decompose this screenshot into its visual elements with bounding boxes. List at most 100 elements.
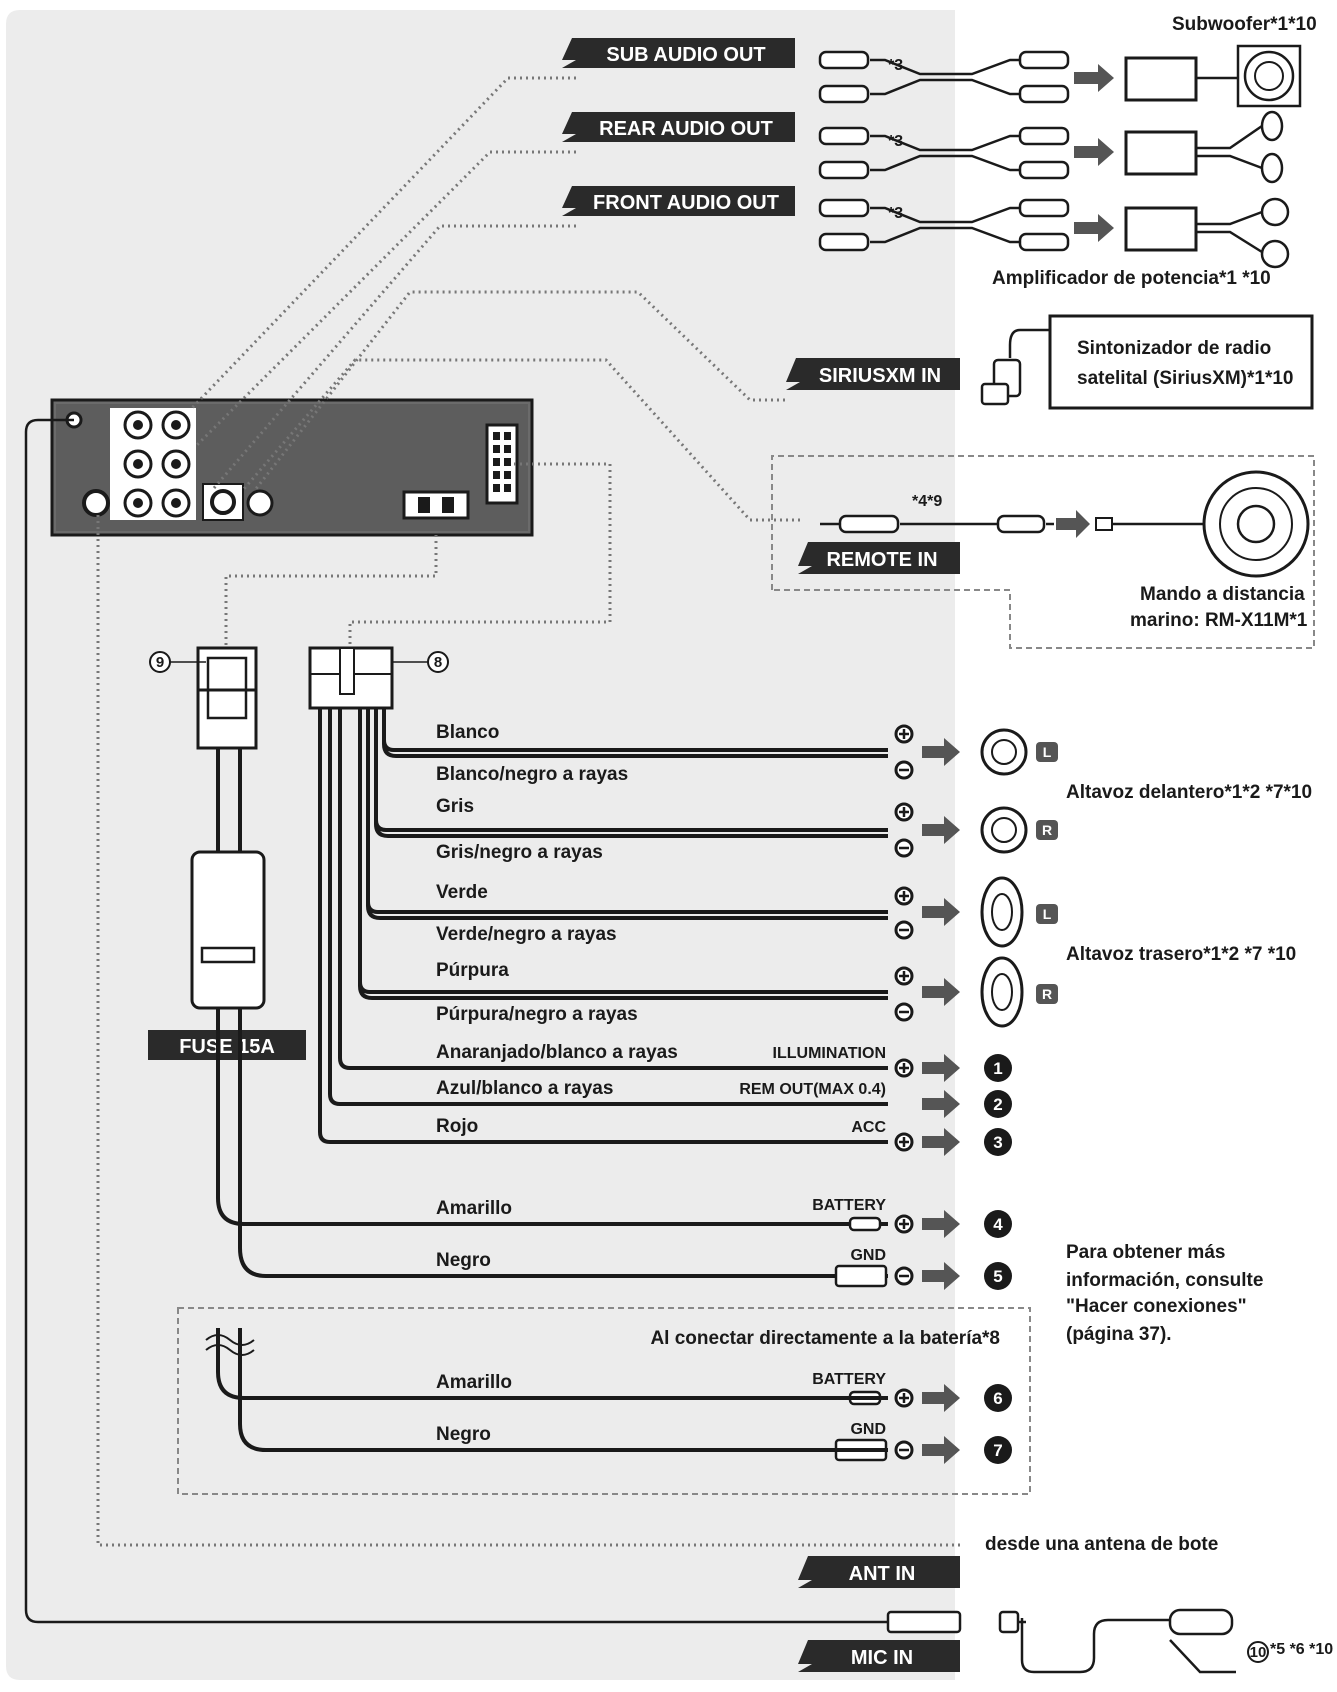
dotted-connections [96, 76, 960, 1547]
remote-jack [246, 489, 274, 517]
tag-mic-in: MIC IN [798, 1640, 960, 1672]
svg-text:información, consulte: información, consulte [1066, 1270, 1263, 1291]
rca-cables: *3 *3 *3 [818, 50, 1070, 252]
wire-label: Gris/negro a rayas [436, 842, 603, 863]
svg-text:FRONT AUDIO OUT: FRONT AUDIO OUT [593, 192, 779, 214]
svg-text:Sintonizador de radio: Sintonizador de radio [1077, 338, 1271, 359]
svg-text:Al conectar directamente a la: Al conectar directamente a la batería*8 [650, 1328, 1000, 1349]
svg-text:FUSE 15A: FUSE 15A [179, 1036, 275, 1058]
svg-text:7: 7 [993, 1441, 1002, 1460]
svg-text:REAR AUDIO OUT: REAR AUDIO OUT [599, 118, 773, 140]
svg-text:SIRIUSXM IN: SIRIUSXM IN [819, 365, 941, 387]
power-cable [190, 748, 888, 1278]
wire-function: GND [850, 1247, 886, 1264]
wire-label: Azul/blanco a rayas [436, 1078, 613, 1099]
harness-wires [318, 708, 888, 1144]
svg-text:8: 8 [434, 654, 442, 671]
svg-text:ANT IN: ANT IN [849, 1563, 916, 1585]
wire-label: Amarillo [436, 1198, 512, 1219]
wire-function: ILLUMINATION [773, 1045, 886, 1062]
tag-rear-audio-out: REAR AUDIO OUT [562, 112, 795, 142]
svg-text:5: 5 [993, 1267, 1002, 1286]
battery-direct-section: Al conectar directamente a la batería*8 … [177, 1307, 1031, 1495]
svg-text:2: 2 [993, 1095, 1002, 1114]
tag-ant-in: ANT IN [798, 1556, 960, 1588]
mic-icon [1168, 1608, 1234, 1636]
svg-text:(página 37).: (página 37). [1066, 1324, 1172, 1345]
wire-label: Verde/negro a rayas [436, 924, 617, 945]
wire-function: ACC [851, 1119, 886, 1136]
connector-8: 8 [308, 646, 449, 710]
svg-text:REMOTE IN: REMOTE IN [826, 549, 937, 571]
tag-front-audio-out: FRONT AUDIO OUT [562, 186, 795, 216]
svg-text:Mando a distancia: Mando a distancia [1140, 584, 1305, 605]
speaker-icon [980, 956, 1024, 1028]
svg-text:L: L [1043, 906, 1052, 922]
wire-label: Negro [436, 1250, 491, 1271]
wire-labels: Blanco Blanco/negro a rayas Gris Gris/ne… [436, 722, 886, 1271]
svg-text:6: 6 [993, 1389, 1002, 1408]
speaker-icon [1260, 110, 1284, 142]
amplifiers: Subwoofer*1*10 Amplificador de potencia*… [992, 14, 1317, 289]
remote-note: *4*9 [912, 493, 942, 510]
svg-text:satelital (SiriusXM)*1*10: satelital (SiriusXM)*1*10 [1077, 368, 1293, 389]
svg-text:"Hacer conexiones": "Hacer conexiones" [1066, 1296, 1247, 1317]
head-unit [50, 398, 534, 537]
svg-text:marino: RM-X11M*1: marino: RM-X11M*1 [1130, 610, 1308, 631]
svg-text:1: 1 [993, 1059, 1002, 1078]
amp-label: Amplificador de potencia*1 *10 [992, 268, 1271, 289]
wire-function: BATTERY [812, 1371, 886, 1388]
subwoofer-icon [1236, 44, 1302, 108]
rca-note: *3 [888, 205, 903, 222]
speaker-icon [1260, 197, 1290, 227]
svg-text:R: R [1042, 986, 1052, 1002]
wire-label: Púrpura [436, 960, 509, 981]
svg-text:L: L [1043, 744, 1052, 760]
subwoofer-label: Subwoofer*1*10 [1172, 14, 1317, 35]
rca-jack-block [110, 408, 196, 520]
wire-function: REM OUT(MAX 0.4) [739, 1081, 886, 1098]
harness-socket [485, 423, 519, 505]
remote-control-section: *4*9 Mando a distancia marino: RM-X11M*1 [771, 455, 1315, 649]
speaker-icon [980, 728, 1028, 776]
polarity-marks [894, 724, 960, 1464]
tag-sub-audio-out: SUB AUDIO OUT [562, 38, 795, 68]
antenna-jack [82, 489, 110, 517]
power-socket [402, 490, 470, 520]
speaker-icon [1260, 239, 1290, 269]
microphone: 10 *5 *6 *10 [886, 1608, 1333, 1674]
speaker-icon [980, 876, 1024, 948]
svg-text:4: 4 [993, 1215, 1003, 1234]
speaker-icon [980, 806, 1028, 854]
rear-speaker-label: Altavoz trasero*1*2 *7 *10 [1066, 944, 1296, 965]
connector-9: 9 [149, 646, 258, 750]
svg-text:SUB AUDIO OUT: SUB AUDIO OUT [606, 44, 765, 66]
front-speaker-label: Altavoz delantero*1*2 *7*10 [1066, 782, 1312, 803]
tag-remote-in: REMOTE IN [798, 542, 960, 574]
fuse-holder [190, 850, 266, 1010]
wire-label: Amarillo [436, 1372, 512, 1393]
wire-label: Púrpura/negro a rayas [436, 1004, 638, 1025]
rca-note: *3 [888, 57, 903, 74]
tag-fuse: FUSE 15A [148, 1030, 306, 1060]
rca-note: *3 [888, 133, 903, 150]
svg-text:3: 3 [993, 1133, 1002, 1152]
wire-label: Verde [436, 882, 488, 903]
svg-text:10: 10 [1250, 1644, 1267, 1661]
speakers: L R L R Altavoz delantero*1*2 *7*10 Alta… [980, 728, 1312, 1028]
wire-label: Blanco/negro a rayas [436, 764, 628, 785]
number-badges: 1 2 3 4 5 6 7 [984, 1054, 1012, 1464]
speaker-icon [1260, 152, 1284, 184]
antenna-label: desde una antena de bote [985, 1534, 1218, 1555]
mic-note: *5 *6 *10 [1270, 1641, 1333, 1658]
wire-label: Gris [436, 796, 474, 817]
svg-text:MIC IN: MIC IN [851, 1647, 913, 1669]
svg-text:9: 9 [156, 654, 164, 671]
svg-text:Para obtener más: Para obtener más [1066, 1242, 1225, 1263]
siriusxm-tuner: Sintonizador de radio satelital (SiriusX… [980, 314, 1314, 410]
wire-function: GND [850, 1421, 886, 1438]
wire-label: Rojo [436, 1116, 478, 1137]
tag-siriusxm-in: SIRIUSXM IN [786, 358, 960, 390]
svg-text:R: R [1042, 822, 1052, 838]
